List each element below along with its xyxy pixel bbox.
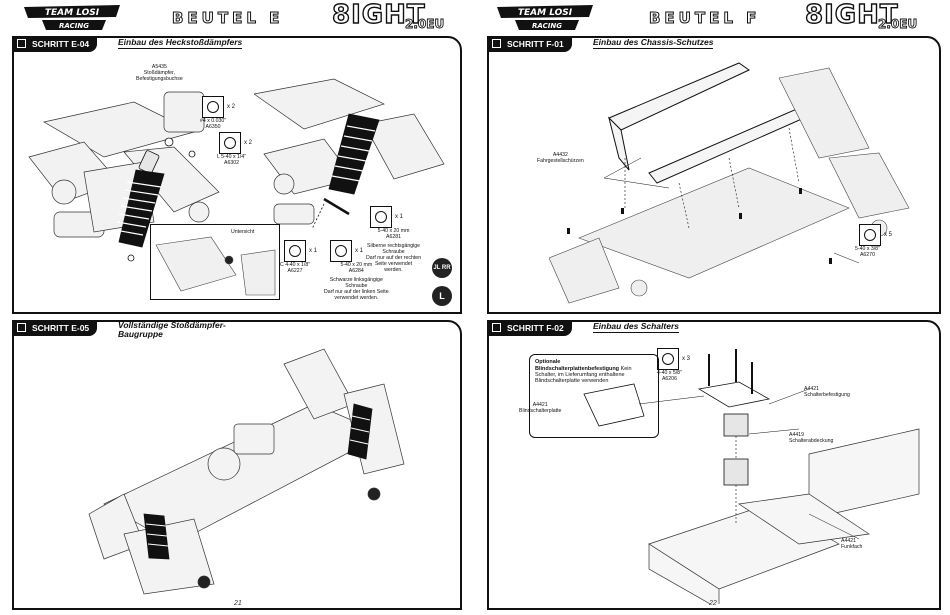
inset-drawing bbox=[155, 236, 276, 296]
bag-label: BEUTEL F bbox=[648, 9, 761, 28]
team-losi-logo: TEAM LOSI RACING bbox=[24, 5, 120, 30]
rear-chassis-drawing-left bbox=[28, 91, 220, 262]
set-screw-icon bbox=[284, 240, 306, 262]
underside-inset: Untersicht bbox=[150, 224, 280, 300]
logo-text: TEAM LOSI bbox=[518, 8, 573, 18]
step-f01-panel: SCHRITT F-01 Einbau des Chassis-Schutzes bbox=[487, 36, 941, 314]
bag-label: BEUTEL E bbox=[171, 9, 284, 28]
optional-title: Optionale bbox=[535, 359, 561, 365]
part-a5435-label: A5435 Stoßdämpfer, Befestigungsbuchse bbox=[136, 64, 183, 82]
hardware-a6284: x 1 bbox=[330, 240, 363, 262]
hardware-a6206-text: 4-40 x 5/8"A6206 bbox=[657, 370, 682, 382]
step-e04-title: Einbau des Heckstoßdämpfers bbox=[118, 37, 243, 49]
step-e05-panel: SCHRITT E-05 Vollständige Stoßdämpfer- B… bbox=[12, 320, 462, 610]
hardware-a6302-text: L 5-40 x 1/4"A6302 bbox=[217, 154, 247, 166]
hardware-a6206: x 3 bbox=[657, 348, 690, 370]
side-badge-l: L bbox=[432, 286, 452, 306]
nut-icon bbox=[219, 132, 241, 154]
hardware-a6281: x 1 bbox=[370, 206, 403, 228]
screw-icon bbox=[657, 348, 679, 370]
model-sub: 2.0EU bbox=[405, 17, 445, 32]
left-page: TEAM LOSI RACING BEUTEL E 8IGHT 2.0EU SC… bbox=[0, 0, 475, 610]
part-a4432-label: A4432 Fahrgestellschürzen bbox=[537, 152, 584, 164]
optional-text: Blindschalterplattenbefestigung Kein Sch… bbox=[535, 366, 632, 384]
screw-left-icon bbox=[330, 240, 352, 262]
logo-sub-text: RACING bbox=[532, 22, 562, 30]
rear-chassis-drawing-right bbox=[254, 78, 445, 230]
model-sub: 2.0EU bbox=[878, 17, 918, 32]
part-a4421-plate-label: A4421 Blindschalterplatte bbox=[519, 402, 562, 414]
step-f01-title: Einbau des Chassis-Schutzes bbox=[593, 37, 714, 49]
side-badge-rr: JL RR bbox=[432, 258, 452, 278]
step-f01-tab: SCHRITT F-01 bbox=[487, 36, 572, 52]
step-f02-panel: SCHRITT F-02 Einbau des Schalters bbox=[487, 320, 941, 610]
step-e04-tab: SCHRITT E-04 bbox=[12, 36, 98, 52]
logo-sub-text: RACING bbox=[59, 22, 89, 30]
team-losi-logo: TEAM LOSI RACING bbox=[497, 5, 593, 30]
part-a4421-mount-label: A4421 Schalterbefestigung bbox=[804, 386, 850, 398]
right-page: TEAM LOSI RACING BEUTEL F 8IGHT 2.0EU SC… bbox=[475, 0, 950, 615]
checkbox-icon bbox=[17, 323, 26, 332]
optional-blank-plate-box: Optionale Blindschalterplattenbefestigun… bbox=[529, 354, 659, 438]
hardware-a6350-text: #4 x 0.030"A6350 bbox=[200, 118, 227, 130]
page-number: 22 bbox=[709, 600, 717, 607]
hardware-a6350: x 2 bbox=[202, 96, 235, 118]
inset-label: Untersicht bbox=[231, 229, 255, 235]
checkbox-icon bbox=[17, 39, 26, 48]
part-a4419-label: A4419 Schalterabdeckung bbox=[789, 432, 834, 444]
radio-box-drawing bbox=[583, 349, 920, 604]
hardware-a6302: x 2 bbox=[219, 132, 252, 154]
left-header: TEAM LOSI RACING BEUTEL E 8IGHT 2.0EU bbox=[0, 0, 475, 34]
chassis-skirt-drawing bbox=[549, 62, 910, 304]
step-f02-tab: SCHRITT F-02 bbox=[487, 320, 572, 336]
hardware-a6270: x 5 bbox=[859, 224, 892, 246]
step-f02-title: Einbau des Schalters bbox=[593, 321, 679, 333]
model-name: 8IGHT bbox=[804, 0, 899, 31]
step-e05-tab: SCHRITT E-05 bbox=[12, 320, 98, 336]
logo-text: TEAM LOSI bbox=[45, 8, 100, 18]
screw-right-icon bbox=[370, 206, 392, 228]
checkbox-icon bbox=[492, 323, 501, 332]
step-e05-title: Vollständige Stoßdämpfer- Baugruppe bbox=[118, 320, 226, 339]
model-name: 8IGHT bbox=[331, 0, 426, 31]
step-e04-panel: SCHRITT E-04 Einbau des Heckstoßdämpfers bbox=[12, 36, 462, 314]
page-number: 21 bbox=[234, 600, 242, 607]
part-a4421-box-label: A4421 Funkfach bbox=[841, 538, 863, 550]
washer-icon bbox=[202, 96, 224, 118]
hardware-a6227: x 1 bbox=[284, 240, 317, 262]
screw-icon bbox=[859, 224, 881, 246]
right-header: TEAM LOSI RACING BEUTEL F 8IGHT 2.0EU bbox=[475, 0, 950, 34]
hardware-a6227-text: C 4-40 x 1/8"A6227 bbox=[280, 262, 311, 274]
complete-buggy-drawing bbox=[88, 348, 405, 595]
checkbox-icon bbox=[492, 39, 501, 48]
hardware-a6270-text: 5-40 x 3/8"A6270 bbox=[855, 246, 880, 258]
